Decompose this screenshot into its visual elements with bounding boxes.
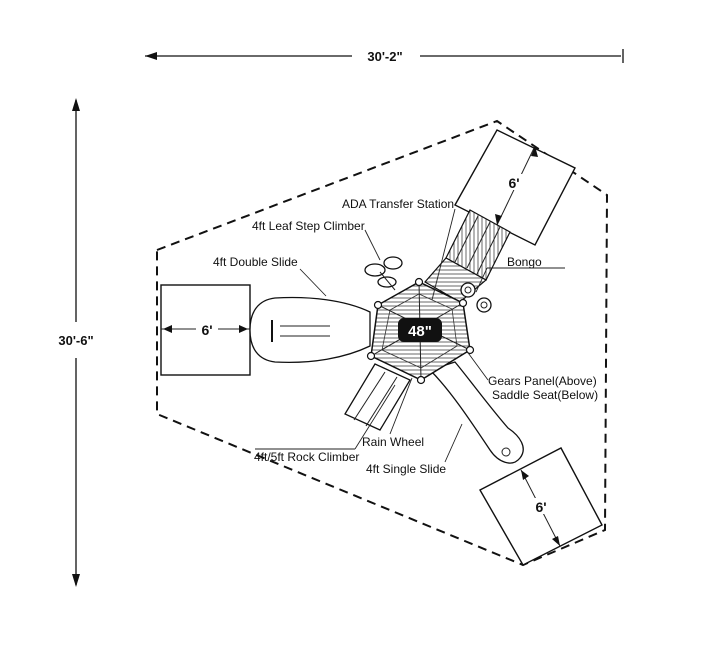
label-leaf-step-climber: 4ft Leaf Step Climber: [252, 219, 365, 233]
label-rock-climber: 4ft/5ft Rock Climber: [254, 450, 359, 464]
leader-leaf-step: [364, 229, 381, 261]
rock-climber: [344, 363, 411, 431]
height-dimension: 30'-6": [58, 98, 94, 587]
leader-double-slide: [299, 268, 327, 297]
leader-ada: [431, 208, 456, 301]
central-deck: 48": [366, 277, 475, 385]
arrow-down-icon: [72, 574, 80, 587]
leaf-step-climber: [364, 256, 403, 291]
use-zone-left: 6': [160, 284, 251, 376]
height-dimension-label: 30'-6": [58, 333, 93, 348]
label-double-slide: 4ft Double Slide: [213, 255, 298, 269]
arrow-left-icon: [145, 52, 157, 60]
bongo: [460, 282, 492, 313]
label-bongo: Bongo: [507, 255, 542, 269]
deck-height-label: 48": [408, 323, 432, 340]
width-dimension: 30'-2": [145, 49, 624, 64]
arrow-up-icon: [72, 98, 80, 111]
use-zone-top-right-label: 6': [508, 175, 519, 191]
label-saddle-seat: Saddle Seat(Below): [492, 388, 598, 402]
leader-bongo-2: [475, 267, 488, 293]
use-zone-top-right: 6': [454, 129, 576, 246]
label-single-slide: 4ft Single Slide: [366, 462, 446, 476]
safety-zone-outline: [156, 119, 609, 567]
leader-gears: [465, 349, 489, 381]
label-ada-transfer-station: ADA Transfer Station: [342, 197, 454, 211]
use-zone-bottom-right-label: 6': [535, 499, 546, 515]
leader-single-slide: [444, 423, 463, 463]
label-rain-wheel: Rain Wheel: [362, 435, 424, 449]
single-slide: [428, 361, 524, 464]
label-gears-panel: Gears Panel(Above): [488, 374, 597, 388]
use-zone-left-label: 6': [201, 322, 212, 338]
leader-rock-climber-2: [354, 384, 396, 450]
leader-rain-wheel: [389, 377, 413, 435]
double-slide: [249, 296, 371, 364]
width-dimension-label: 30'-2": [367, 49, 402, 64]
use-zone-bottom-right: 6': [479, 447, 603, 566]
